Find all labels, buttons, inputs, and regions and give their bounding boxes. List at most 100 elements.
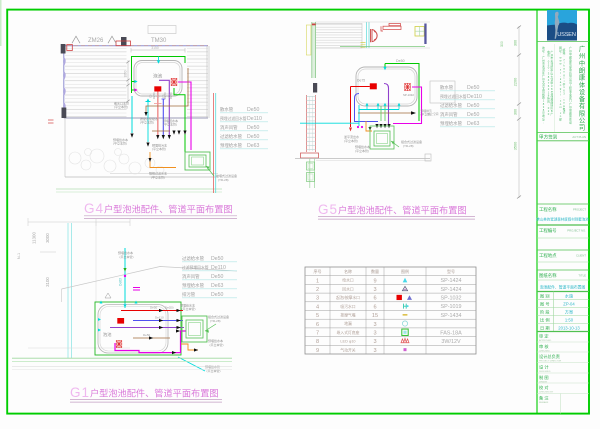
svg-text:m: m [559, 106, 562, 109]
svg-text:1: 1 [316, 278, 319, 284]
svg-text:址: 址 [542, 117, 545, 121]
svg-text:(平立管): (平立管) [421, 113, 431, 117]
svg-text:道: 道 [542, 83, 545, 87]
svg-text:De50: De50 [467, 85, 480, 91]
svg-text:t: t [564, 76, 565, 80]
svg-text:型号: 型号 [447, 268, 455, 274]
svg-text:1: 1 [543, 99, 545, 103]
svg-text:(平立本管): (平立本管) [210, 342, 224, 347]
svg-text:佛山美的鹭湖森林度假村别墅泡池: 佛山美的鹭湖森林度假村别墅泡池 [536, 217, 589, 222]
svg-text:园: 园 [550, 103, 553, 107]
svg-text:州: 州 [550, 53, 553, 57]
svg-text:州: 州 [542, 58, 545, 62]
svg-text:(平立本管): (平立本管) [182, 306, 196, 311]
svg-text:话: 话 [563, 110, 566, 114]
svg-text:300: 300 [514, 40, 518, 46]
svg-text:w: w [560, 59, 562, 62]
svg-text:河: 河 [550, 62, 553, 66]
svg-text:n: n [560, 115, 562, 118]
svg-text:(平立本管): (平立本管) [163, 122, 177, 127]
svg-text:图纸名称: 图纸名称 [539, 272, 557, 279]
svg-text:De50: De50 [169, 92, 173, 99]
svg-text:i: i [560, 93, 561, 97]
svg-text:(YD-28): (YD-28) [210, 319, 221, 323]
svg-text:N-1: N-1 [17, 253, 21, 259]
svg-text:0: 0 [548, 59, 550, 63]
svg-text:3: 3 [373, 322, 376, 328]
svg-text:工程名称: 工程名称 [539, 206, 557, 213]
svg-text:泡池: 泡池 [103, 331, 112, 337]
svg-text:8: 8 [548, 93, 550, 97]
svg-text:备: 备 [579, 94, 586, 103]
svg-text:De50: De50 [396, 59, 405, 63]
svg-text:k: k [563, 64, 565, 68]
svg-text:设计总负责: 设计总负责 [539, 353, 560, 360]
svg-text:区: 区 [550, 106, 553, 110]
svg-text:朗: 朗 [579, 65, 585, 74]
svg-text:户型泡池配件、管道平面布置图: 户型泡池配件、管道平面布置图 [90, 388, 219, 399]
svg-text:日 期: 日 期 [540, 326, 550, 332]
svg-text:-: - [560, 75, 561, 78]
svg-text:州: 州 [542, 77, 545, 81]
svg-text:8: 8 [548, 75, 550, 79]
svg-text:比 例: 比 例 [540, 317, 550, 324]
svg-text:吸污水口: 吸污水口 [340, 304, 355, 309]
svg-text:名称: 名称 [344, 268, 352, 274]
svg-text:设: 设 [579, 87, 586, 96]
svg-text:De50: De50 [467, 112, 480, 118]
svg-text:CHECKED BY: CHECKED BY [539, 392, 554, 394]
svg-text:朗: 朗 [569, 111, 572, 115]
svg-text:中: 中 [569, 52, 572, 56]
svg-text:预埋给水管: 预埋给水管 [440, 120, 463, 127]
svg-text:SP-1032: SP-1032 [441, 296, 462, 302]
svg-text:数量: 数量 [371, 268, 379, 274]
svg-text:n: n [563, 71, 565, 74]
svg-text:De50: De50 [247, 134, 260, 140]
svg-text:c: c [563, 99, 565, 102]
svg-text:康: 康 [569, 114, 572, 118]
svg-text:PROJECT NO.: PROJECT NO. [567, 229, 586, 233]
svg-text:过滤给水管: 过滤给水管 [440, 102, 463, 109]
svg-text:工程地点: 工程地点 [539, 252, 557, 259]
svg-text:De110: De110 [155, 316, 164, 320]
svg-text:北: 北 [542, 86, 545, 90]
svg-text:散水管: 散水管 [220, 106, 234, 113]
svg-text:天: 天 [542, 66, 545, 69]
svg-text:SP-1019: SP-1019 [441, 304, 462, 310]
svg-text:CHECKED: CHECKED [539, 351, 550, 353]
svg-text:限: 限 [569, 74, 572, 78]
svg-text:广: 广 [569, 46, 572, 50]
svg-text::: : [548, 104, 549, 107]
svg-text:门: 门 [569, 99, 572, 103]
svg-text:9: 9 [373, 278, 376, 284]
svg-text:中: 中 [579, 58, 585, 67]
svg-text:(平立本管): (平立本管) [355, 148, 369, 153]
svg-text:户型泡池配件、管道平面布置图: 户型泡池配件、管道平面布置图 [104, 204, 233, 215]
svg-text:l: l [560, 71, 561, 75]
svg-text:4: 4 [316, 304, 319, 310]
svg-text:3000: 3000 [45, 233, 50, 243]
svg-text:图 号: 图 号 [540, 302, 550, 308]
svg-text:De50: De50 [211, 274, 224, 280]
svg-text:SP-1424: SP-1424 [441, 287, 462, 293]
svg-text:g: g [563, 74, 565, 77]
svg-text:方案: 方案 [565, 309, 574, 316]
svg-text:体: 体 [579, 80, 586, 89]
svg-text:TITLE: TITLE [578, 274, 586, 278]
svg-text:过滤给水管: 过滤给水管 [182, 255, 205, 262]
svg-text:FAS-18A: FAS-18A [440, 330, 462, 336]
svg-text:预埋给水本: 预埋给水本 [208, 338, 223, 343]
svg-text:水施: 水施 [565, 293, 574, 300]
svg-text:SP-1434: SP-1434 [441, 313, 462, 319]
svg-text:加: 加 [550, 93, 553, 97]
svg-text:崁入式灯底座: 崁入式灯底座 [337, 330, 360, 335]
svg-text:G5: G5 [318, 202, 338, 217]
svg-text:TM30: TM30 [151, 38, 167, 44]
svg-text:LED φ10: LED φ10 [340, 340, 355, 344]
svg-text:电: 电 [563, 107, 566, 111]
svg-text:De50: De50 [152, 92, 156, 99]
svg-text:康: 康 [569, 58, 572, 62]
svg-text:州: 州 [569, 105, 572, 109]
svg-text:图 别: 图 别 [540, 293, 550, 300]
svg-text:(平立本管): (平立本管) [151, 174, 165, 179]
